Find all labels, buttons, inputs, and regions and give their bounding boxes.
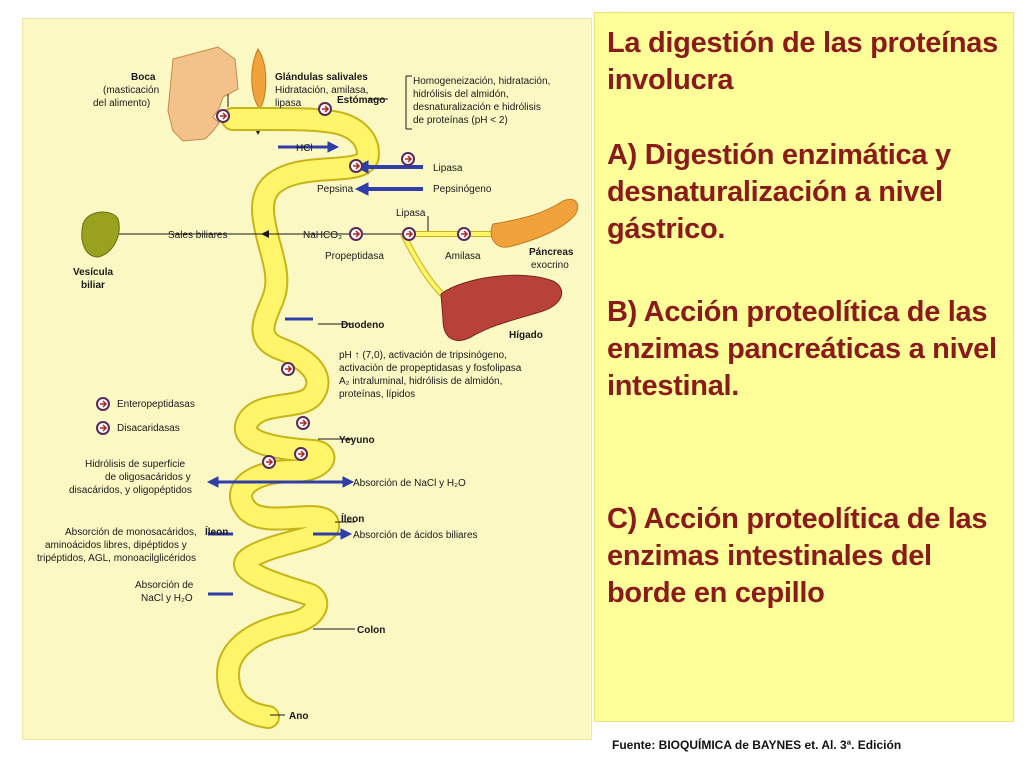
liver [440,274,563,341]
boca-title: Boca [131,72,156,83]
enzyme-icon [349,159,363,173]
estomago-desc-4: de proteínas (pH < 2) [413,115,508,126]
duodeno-desc-1: pH ↑ (7,0), activación de tripsinógeno, [339,350,507,361]
source-caption: Fuente: BIOQUÍMICA de BAYNES et. Al. 3ª.… [612,738,902,752]
lipasa-pancreatic-label: Lipasa [396,208,426,219]
amilasa-label: Amilasa [445,251,481,262]
intro-text: La digestión de las proteínas involucra [607,27,998,96]
pepsinogeno-label: Pepsinógeno [433,184,492,195]
estomago-desc-1: Homogeneización, hidratación, [413,76,550,87]
absorcion-nacl-h2o-label: Absorción de NaCl y H₂O [353,478,466,489]
head-profile [167,46,239,142]
vesicula-line-1: Vesícula [73,267,113,278]
higado-label: Hígado [509,330,543,341]
absorcion-nacl-left-1: Absorción de [135,580,194,591]
enzyme-icon [96,421,110,435]
disacaridasas-label: Disacaridasas [117,423,180,434]
glandulas-title: Glándulas salivales [275,72,368,83]
boca-line-2: del alimento) [93,98,150,109]
point-b-text: B) Acción proteolítica de las enzimas pa… [607,296,997,402]
gallbladder [81,211,120,258]
pancreas-sub: exocrino [531,260,569,271]
absorcion-nacl-left-2: NaCl y H₂O [141,593,193,604]
hidrolisis-sup-2: de oligosacáridos y [105,472,191,483]
enzyme-icon [281,362,295,376]
enzyme-icon [349,227,363,241]
enzyme-icon [318,102,332,116]
sales-biliares-label: Sales biliares [168,230,227,241]
ano-label: Ano [289,711,308,722]
ileon-right-label: Íleon [341,512,364,525]
absorcion-mono-3: tripéptidos, AGL, monoacilglicéridos [37,553,196,564]
vesicula-line-2: biliar [81,280,105,291]
estomago-label: Estómago [337,95,385,106]
pancreas [490,198,579,248]
glandulas-line-1: Hidratación, amilasa, [275,85,368,96]
yeyuno-label: Yeyuno [339,435,375,446]
pancreas-title: Páncreas [529,247,574,258]
point-c-text: C) Acción proteolítica de las enzimas in… [607,503,988,609]
estomago-desc-3: desnaturalización e hidrólisis [413,102,541,113]
estomago-desc-2: hidrólisis del almidón, [413,89,509,100]
salivary-gland [251,48,267,110]
enzyme-icon [402,227,416,241]
absorcion-mono-2: aminoácidos libres, dipéptidos y [45,540,187,551]
enzyme-symbols [96,102,471,469]
colon-label: Colon [357,625,385,636]
enzyme-icon [96,397,110,411]
hidrolisis-sup-1: Hidrólisis de superficie [85,459,185,470]
glandulas-line-2: lipasa [275,98,302,109]
absorcion-acidos-biliares-label: Absorción de ácidos biliares [353,530,478,541]
enzyme-icon [457,227,471,241]
boca-line-1: (masticación [103,85,159,96]
propeptidasa-label: Propeptidasa [325,251,384,262]
hcl-label: HCl [296,143,313,154]
summary-panel: La digestión de las proteínas involucra … [594,12,1014,722]
nahco3-label: NaHCO₃ [303,230,342,241]
enzyme-icon [296,416,310,430]
enzyme-icon [401,152,415,166]
duodeno-desc-3: A₂ intraluminal, hidrólisis de almidón, [339,376,502,387]
absorcion-mono-1: Absorción de monosacáridos, [65,527,197,538]
duodeno-desc-2: activación de propeptidasas y fosfolipas… [339,363,522,374]
hidrolisis-sup-3: disacáridos, y oligopéptidos [69,485,192,496]
enzyme-icon [294,447,308,461]
duodeno-desc-4: proteínas, lípidos [339,389,415,400]
ileon-left-label: Íleon [205,525,228,538]
duodeno-label: Duodeno [341,320,384,331]
point-a-text: A) Digestión enzimática y desnaturalizac… [607,139,951,245]
enzyme-icon [262,455,276,469]
enteropeptidasas-label: Enteropeptidasas [117,399,195,410]
pepsina-label: Pepsina [317,184,354,195]
digestive-system-diagram: Boca (masticación del alimento) Glándula… [22,18,592,740]
digestive-tube [216,107,380,729]
lipasa-gastric-label: Lipasa [433,163,463,174]
enzyme-icon [216,109,230,123]
